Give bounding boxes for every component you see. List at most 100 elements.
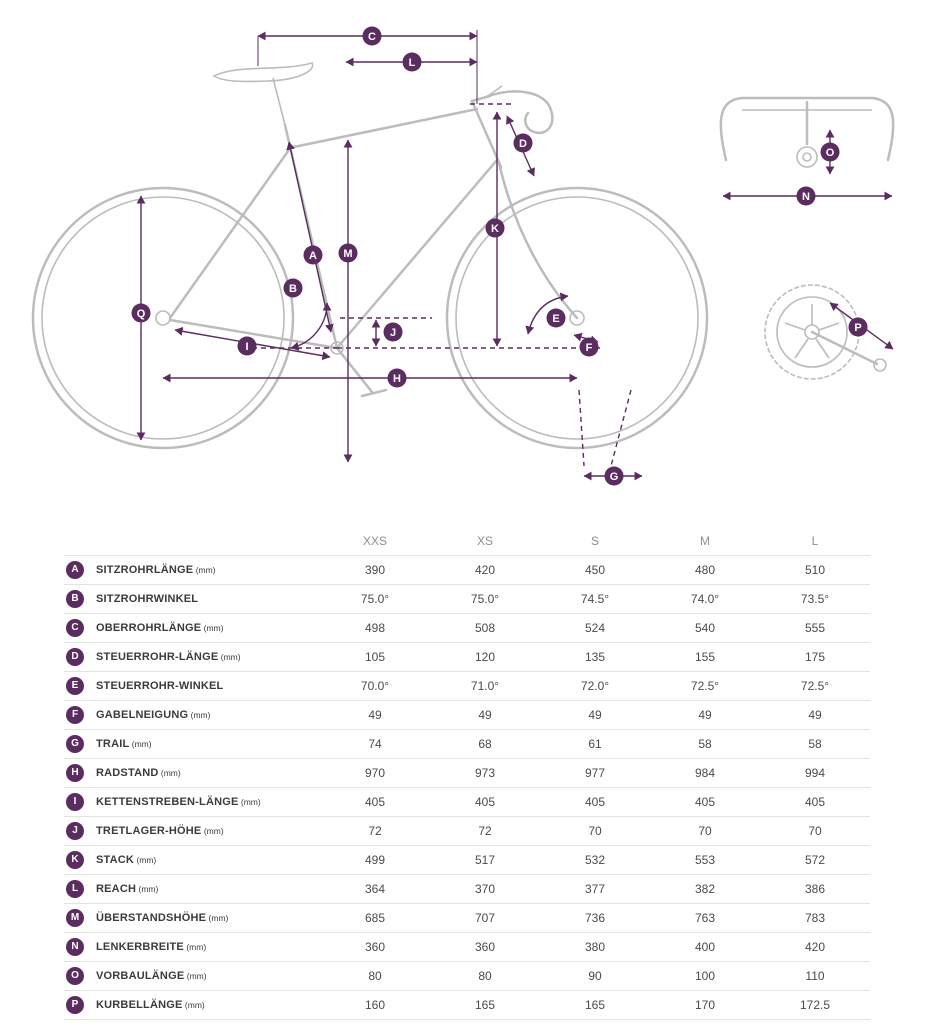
value-cell: 72 — [320, 816, 430, 846]
value-cell: 72.5° — [760, 671, 870, 701]
value-cell: 420 — [760, 932, 870, 962]
svg-text:M: M — [343, 248, 352, 260]
value-cell: 165 — [430, 990, 540, 1020]
value-cell: 155 — [650, 642, 760, 672]
value-cell: 170 — [650, 990, 760, 1020]
value-cell: 973 — [430, 758, 540, 788]
diagram-label-o: O — [820, 142, 840, 162]
row-measurement-unit: (mm) — [193, 565, 216, 575]
value-cell: 160 — [320, 990, 430, 1020]
size-column-header: XXS — [320, 526, 430, 556]
svg-text:E: E — [552, 313, 559, 325]
geometry-diagram-svg: C L A B M D K E F Q I J H G N O P — [31, 26, 895, 486]
diagram-label-k: K — [485, 218, 505, 238]
value-cell: 763 — [650, 903, 760, 933]
bike-geometry-diagram: C L A B M D K E F Q I J H G N O P — [31, 26, 895, 486]
value-cell: 135 — [540, 642, 650, 672]
row-measurement-unit: (mm) — [184, 971, 207, 981]
row-letter-badge: H — [66, 764, 84, 782]
value-cell: 165 — [540, 990, 650, 1020]
row-letter-badge: J — [66, 822, 84, 840]
diagram-label-n: N — [796, 186, 816, 206]
row-measurement-name: VORBAULÄNGE — [96, 970, 185, 982]
value-cell: 382 — [650, 874, 760, 904]
value-cell: 58 — [760, 729, 870, 759]
row-measurement-name: SITZROHRLÄNGE — [96, 564, 194, 576]
value-cell: 80 — [320, 961, 430, 991]
row-letter-badge: K — [66, 851, 84, 869]
diagram-label-q: Q — [131, 303, 151, 323]
value-cell: 377 — [540, 874, 650, 904]
svg-text:Q: Q — [137, 308, 146, 320]
svg-text:O: O — [826, 147, 835, 159]
value-cell: 386 — [760, 874, 870, 904]
value-cell: 970 — [320, 758, 430, 788]
value-cell: 480 — [650, 555, 760, 585]
row-measurement-unit: (mm) — [238, 797, 261, 807]
row-letter-badge: L — [66, 880, 84, 898]
diagram-label-c: C — [362, 26, 382, 46]
diagram-label-e: E — [546, 308, 566, 328]
diagram-label-g: G — [604, 466, 624, 486]
row-measurement-name: STEUERROHR-WINKEL — [96, 680, 224, 692]
value-cell: 685 — [320, 903, 430, 933]
svg-text:F: F — [586, 342, 593, 354]
svg-text:P: P — [854, 322, 861, 334]
row-measurement-name: TRETLAGER-HÖHE — [96, 825, 202, 837]
row-measurement-unit: (mm) — [129, 739, 152, 749]
value-cell: 74.0° — [650, 584, 760, 614]
row-letter-badge: O — [66, 967, 84, 985]
size-column-header: M — [650, 526, 760, 556]
row-measurement-name: REACH — [96, 883, 137, 895]
value-cell: 510 — [760, 555, 870, 585]
row-letter-badge: E — [66, 677, 84, 695]
row-letter-badge: P — [66, 996, 84, 1014]
svg-text:I: I — [245, 341, 248, 353]
arrow-seat-tube-A — [286, 141, 334, 333]
value-cell: 61 — [540, 729, 650, 759]
value-cell: 555 — [760, 613, 870, 643]
diagram-label-i: I — [237, 336, 257, 356]
row-measurement-unit: (mm) — [206, 913, 229, 923]
value-cell: 400 — [650, 932, 760, 962]
value-cell: 524 — [540, 613, 650, 643]
value-cell: 994 — [760, 758, 870, 788]
value-cell: 450 — [540, 555, 650, 585]
value-cell: 499 — [320, 845, 430, 875]
value-cell: 405 — [320, 787, 430, 817]
diagram-label-a: A — [303, 245, 323, 265]
row-measurement-name: STACK — [96, 854, 135, 866]
row-measurement-name: STEUERROHR-LÄNGE — [96, 651, 219, 663]
value-cell: 120 — [430, 642, 540, 672]
row-label-cell: I KETTENSTREBEN-LÄNGE (mm) — [64, 787, 320, 817]
row-measurement-name: KETTENSTREBEN-LÄNGE — [96, 796, 239, 808]
diagram-label-l: L — [402, 52, 422, 72]
svg-text:B: B — [289, 283, 297, 295]
diagram-label-p: P — [848, 317, 868, 337]
row-letter-badge: I — [66, 793, 84, 811]
row-letter-badge: G — [66, 735, 84, 753]
row-measurement-name: ÜBERSTANDSHÖHE — [96, 912, 207, 924]
diagram-letter-badges: C L A B M D K E F Q I J H G N O P — [131, 26, 868, 486]
svg-text:K: K — [491, 223, 499, 235]
svg-text:A: A — [309, 250, 317, 262]
value-cell: 405 — [430, 787, 540, 817]
value-cell: 74.5° — [540, 584, 650, 614]
size-column-header: XS — [430, 526, 540, 556]
row-measurement-name: SITZROHRWINKEL — [96, 593, 199, 605]
row-measurement-unit: (mm) — [218, 652, 241, 662]
value-cell: 80 — [430, 961, 540, 991]
